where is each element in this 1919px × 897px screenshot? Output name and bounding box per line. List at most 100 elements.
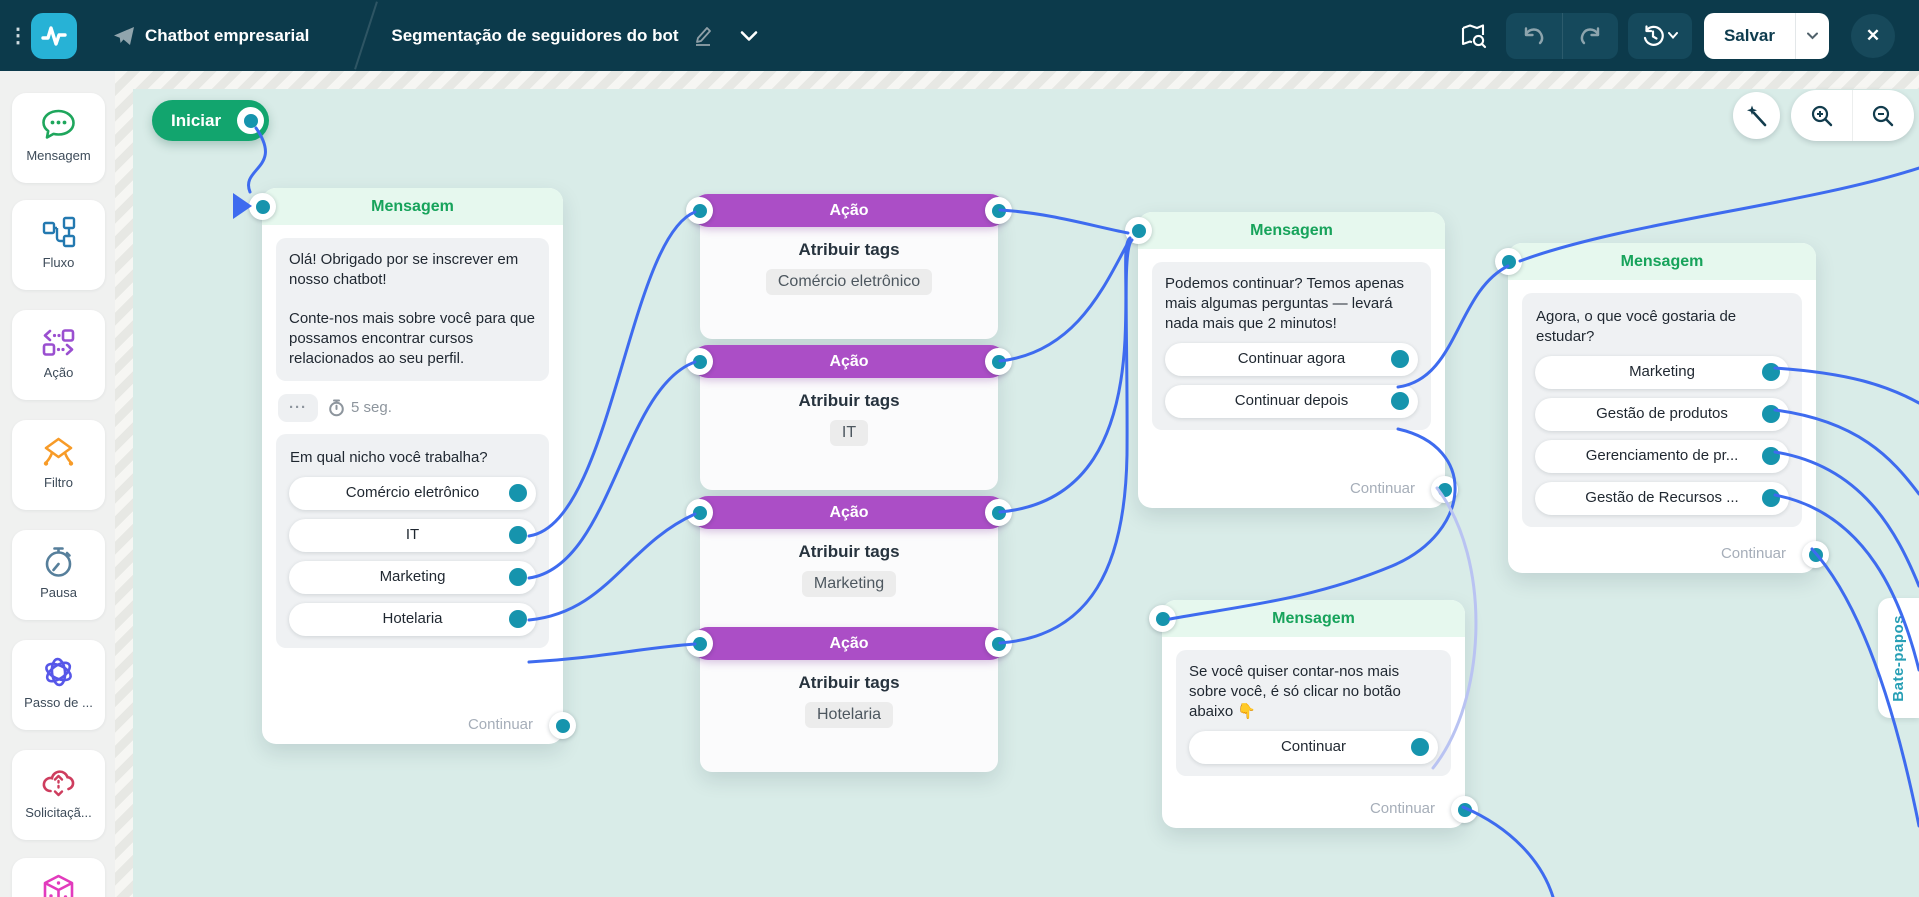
message-text-block[interactable]: Olá! Obrigado por se inscrever em nosso … — [276, 238, 549, 381]
node-message-study[interactable]: Mensagem Agora, o que você gostaria de e… — [1495, 243, 1829, 573]
choice-button[interactable]: Gestão de Recursos ... — [1535, 481, 1789, 515]
message-text: Se você quiser contar-nos mais sobre voc… — [1189, 663, 1401, 720]
app-logo[interactable] — [31, 12, 77, 59]
map-search-icon[interactable] — [1458, 21, 1488, 51]
input-connector[interactable] — [686, 630, 713, 657]
choice-button[interactable]: IT — [289, 518, 536, 552]
sidebar-item-passo[interactable]: Passo de ... — [12, 640, 105, 730]
auto-arrange-button[interactable] — [1733, 92, 1780, 139]
zoom-out-button[interactable] — [1852, 90, 1913, 141]
choice-button[interactable]: Hotelaria — [289, 602, 536, 636]
start-trigger[interactable]: Iniciar — [152, 100, 269, 141]
sidebar-item-label: Ação — [43, 365, 74, 380]
input-connector[interactable] — [1125, 217, 1152, 244]
choice-button[interactable]: Gestão de produtos — [1535, 397, 1789, 431]
sidebar-item-filtro[interactable]: Filtro — [12, 420, 105, 510]
output-connector[interactable] — [1802, 541, 1829, 568]
chevron-down-icon[interactable] — [739, 30, 759, 42]
choice-button[interactable]: Continuar — [1189, 730, 1438, 764]
tag-pill: Comércio eletrônico — [765, 269, 933, 295]
node-type-label: Mensagem — [1620, 252, 1704, 270]
input-connector[interactable] — [686, 197, 713, 224]
sidebar-item-mensagem[interactable]: Mensagem — [12, 93, 105, 183]
node-type-header: Mensagem — [249, 188, 563, 225]
button-output-connector[interactable] — [1762, 447, 1780, 466]
output-connector[interactable] — [985, 348, 1012, 375]
output-connector[interactable] — [985, 630, 1012, 657]
action-title: Atribuir tags — [798, 391, 900, 410]
sidebar-item-acao[interactable]: Ação — [12, 310, 105, 400]
choice-button[interactable]: Marketing — [289, 560, 536, 594]
button-output-connector[interactable] — [1391, 350, 1409, 369]
undo-icon — [1525, 26, 1544, 44]
zoom-in-button[interactable] — [1791, 90, 1852, 141]
message-text-block[interactable]: Podemos continuar? Temos apenas mais alg… — [1152, 262, 1431, 430]
message-text: Olá! Obrigado por se inscrever em nosso … — [289, 251, 519, 288]
node-action-tag-ecommerce[interactable]: Atribuir tags Comércio eletrônico Ação — [686, 194, 1012, 339]
api-step-icon — [45, 657, 72, 687]
history-button[interactable] — [1627, 12, 1692, 59]
node-action-tag-hotelaria[interactable]: Atribuir tags Hotelaria Ação — [686, 627, 1012, 772]
node-action-tag-marketing[interactable]: Atribuir tags Marketing Ação — [686, 496, 1012, 641]
top-bar: ⋮ Chatbot empresarial Segmentação de seg… — [0, 0, 1919, 71]
edit-pencil-icon[interactable] — [693, 25, 713, 47]
output-connector[interactable] — [549, 712, 576, 739]
flow-title[interactable]: Segmentação de seguidores do bot — [391, 25, 679, 45]
continue-label: Continuar — [1720, 545, 1786, 562]
sidebar-item-label: Mensagem — [26, 148, 91, 163]
flow-icon — [42, 216, 76, 248]
node-action-tag-it[interactable]: Atribuir tags IT Ação — [686, 345, 1012, 490]
output-connector[interactable] — [1431, 476, 1458, 503]
output-connector[interactable] — [985, 499, 1012, 526]
button-output-connector[interactable] — [1411, 738, 1429, 757]
topbar-separator — [354, 1, 379, 70]
chats-side-tab[interactable]: Bate-papos — [1878, 598, 1919, 718]
magic-wand-icon — [1746, 105, 1766, 126]
input-connector[interactable] — [249, 193, 276, 220]
choice-button[interactable]: Gerenciamento de pr... — [1535, 439, 1789, 473]
choice-button[interactable]: Comércio eletrônico — [289, 476, 536, 510]
button-output-connector[interactable] — [1762, 405, 1780, 424]
sidebar-item-aleatorio[interactable] — [12, 858, 105, 897]
output-connector[interactable] — [985, 197, 1012, 224]
node-message-more-info[interactable]: Mensagem Se você quiser contar-nos mais … — [1149, 600, 1478, 828]
input-connector[interactable] — [686, 348, 713, 375]
button-output-connector[interactable] — [1762, 363, 1780, 382]
app-menu-icon[interactable]: ⋮ — [8, 24, 28, 47]
button-output-connector[interactable] — [509, 526, 527, 545]
choice-button[interactable]: Continuar agora — [1165, 342, 1418, 376]
redo-button[interactable] — [1561, 12, 1617, 59]
request-cloud-icon — [42, 770, 75, 797]
chats-tab-label: Bate-papos — [1890, 614, 1907, 702]
choice-button[interactable]: Continuar depois — [1165, 384, 1418, 418]
more-options-button[interactable]: ··· — [278, 393, 318, 422]
node-type-header: Mensagem — [1149, 600, 1465, 637]
save-options-button[interactable] — [1795, 12, 1829, 59]
button-output-connector[interactable] — [509, 484, 527, 503]
node-message-continue[interactable]: Mensagem Podemos continuar? Temos apenas… — [1125, 212, 1458, 508]
start-output-connector[interactable] — [237, 107, 264, 134]
choice-button[interactable]: Marketing — [1535, 355, 1789, 389]
input-connector[interactable] — [686, 499, 713, 526]
undo-redo-group — [1505, 12, 1618, 59]
undo-button[interactable] — [1507, 13, 1562, 59]
button-output-connector[interactable] — [509, 610, 527, 629]
message-text-block[interactable]: Se você quiser contar-nos mais sobre voc… — [1176, 650, 1451, 776]
button-output-connector[interactable] — [509, 568, 527, 587]
button-output-connector[interactable] — [1391, 392, 1409, 411]
input-connector[interactable] — [1149, 605, 1176, 632]
question-block[interactable]: Em qual nicho você trabalha? Comércio el… — [276, 433, 549, 648]
sidebar-item-fluxo[interactable]: Fluxo — [12, 200, 105, 290]
close-button[interactable]: ✕ — [1851, 13, 1895, 58]
sidebar-item-label: Solicitaçã... — [25, 805, 92, 820]
continue-label: Continuar — [1369, 800, 1435, 817]
node-message-welcome[interactable]: Mensagem Olá! Obrigado por se inscrever … — [249, 188, 576, 744]
input-connector[interactable] — [1495, 248, 1522, 275]
sidebar-item-pausa[interactable]: Pausa — [12, 530, 105, 620]
button-output-connector[interactable] — [1762, 489, 1780, 508]
bot-name[interactable]: Chatbot empresarial — [145, 25, 310, 45]
output-connector[interactable] — [1451, 796, 1478, 823]
sidebar-item-solicitacao[interactable]: Solicitaçã... — [12, 750, 105, 840]
save-button[interactable]: Salvar — [1723, 25, 1775, 45]
question-block[interactable]: Agora, o que você gostaria de estudar? M… — [1522, 293, 1802, 527]
